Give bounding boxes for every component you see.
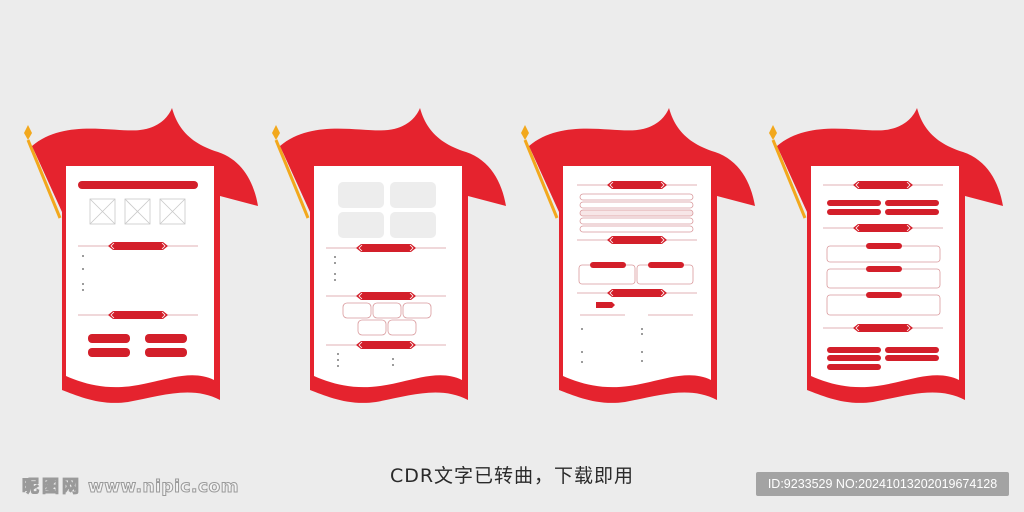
id-badge: ID:9233529 NO:20241013202019674128: [756, 472, 1009, 496]
title-bar: [78, 181, 198, 189]
board-template-4: [765, 100, 1015, 410]
bar-grid: [827, 347, 939, 370]
titled-boxes: [826, 243, 941, 316]
bullet-points: [581, 328, 643, 363]
line-rows: [579, 193, 694, 233]
watermark: 昵图网 www.nipic.com: [22, 472, 239, 498]
watermark-logo-text: 昵图网: [22, 477, 82, 498]
titled-boxes: [578, 262, 694, 285]
flag-pole-icon: [272, 125, 310, 219]
tag-label: [596, 302, 615, 308]
white-panel: [66, 166, 214, 388]
board-template-1: [20, 100, 270, 410]
board-template-3: [517, 100, 767, 410]
caption-text: CDR文字已转曲，下载即用: [389, 465, 635, 487]
flag-pole-icon: [24, 125, 62, 219]
button-grid: [88, 334, 187, 357]
white-panel: [811, 166, 959, 388]
flag-pole-icon: [769, 125, 807, 219]
box-grid: [342, 302, 432, 336]
bar-grid: [827, 200, 939, 215]
image-placeholder-icon: [89, 198, 186, 225]
flag-pole-icon: [521, 125, 559, 219]
bullet-points: [82, 255, 84, 291]
bullet-points: [334, 256, 336, 281]
photo-placeholders: [338, 182, 436, 238]
bullet-points: [337, 353, 394, 367]
white-panel: [314, 166, 462, 388]
board-template-2: [268, 100, 518, 410]
watermark-url: www.nipic.com: [88, 477, 239, 498]
